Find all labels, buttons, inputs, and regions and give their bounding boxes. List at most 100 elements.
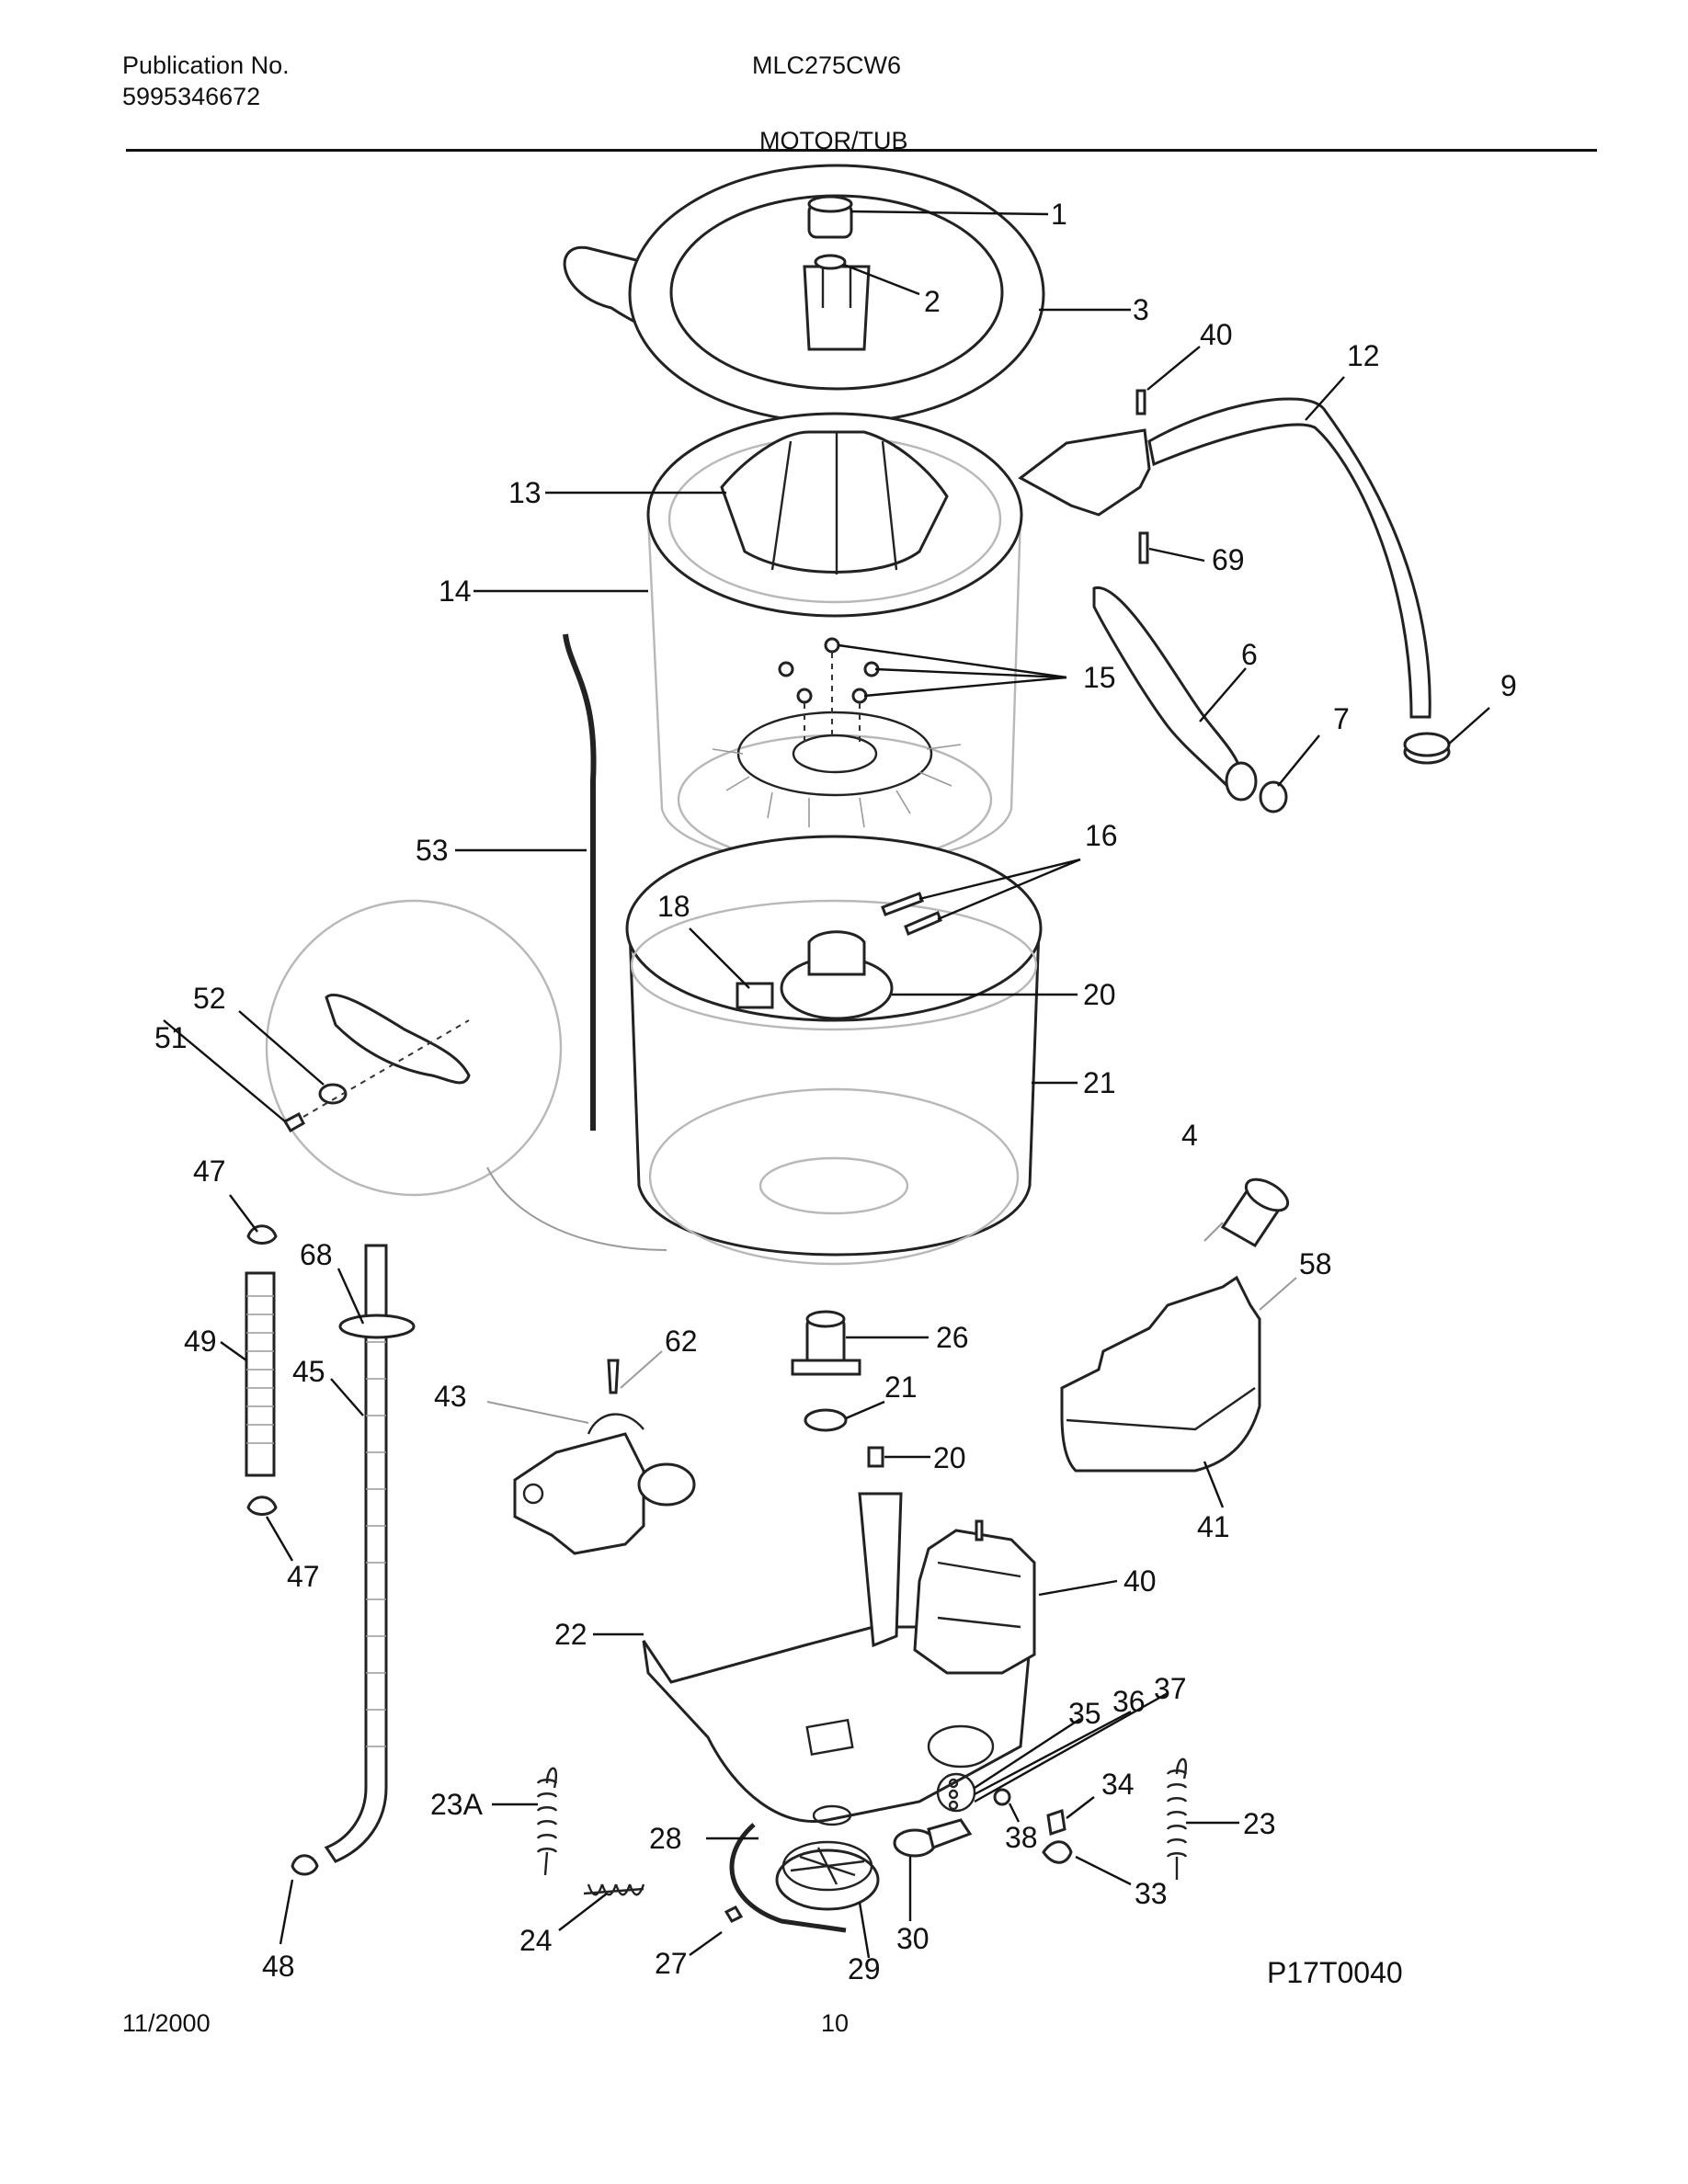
callout-22: 22 — [554, 1618, 587, 1651]
callout-47-top: 47 — [193, 1155, 226, 1188]
callout-37: 37 — [1154, 1672, 1187, 1705]
clamp-48 — [291, 1854, 319, 1876]
clamp-47-top — [246, 1224, 278, 1245]
model-number: MLC275CW6 — [752, 51, 902, 79]
spring-23a — [536, 1767, 558, 1876]
spring-24 — [583, 1883, 645, 1896]
callout-15: 18 — [657, 890, 690, 923]
suspension-rod-53 — [563, 633, 597, 1131]
coupling-26 — [791, 1310, 861, 1376]
header-rule — [126, 149, 1597, 152]
callout-7: 7 — [1333, 702, 1350, 735]
callout-35: 35 — [1068, 1697, 1101, 1730]
screw-20 — [867, 1446, 884, 1468]
nut-38 — [993, 1788, 1011, 1806]
washer-2 — [814, 254, 847, 270]
clip-34 — [1046, 1809, 1066, 1836]
tub-ring — [563, 164, 1045, 425]
callout-16: 20 — [1083, 978, 1116, 1011]
callout-4: 4 — [1181, 1119, 1198, 1152]
washer-7 — [1259, 780, 1288, 813]
pump-30 — [893, 1818, 973, 1858]
footer-date: 11/2000 — [122, 2009, 211, 2037]
callout-24: 24 — [519, 1924, 553, 1957]
callout-58: 62 — [665, 1325, 698, 1358]
screw-39 — [1135, 389, 1146, 415]
callout-39: 40 — [1200, 318, 1233, 351]
callout-34: 34 — [1101, 1768, 1135, 1801]
leader-lines — [163, 210, 1490, 1959]
bracket-15 — [736, 982, 774, 1009]
callout-29: 29 — [848, 1952, 881, 1985]
water-valve-43 — [513, 1413, 696, 1555]
screw-69 — [1138, 531, 1149, 564]
pulley-29 — [775, 1840, 880, 1911]
callout-52: 52 — [193, 982, 226, 1015]
clamp-47-bottom — [246, 1496, 278, 1516]
callout-20: 20 — [933, 1441, 966, 1474]
drain-hose-6 — [1092, 586, 1258, 802]
pivot-dome-16 — [780, 930, 894, 1020]
callout-48: 48 — [262, 1950, 295, 1983]
footer-page-number: 10 — [821, 2009, 850, 2037]
callout-23a: 23A — [430, 1788, 484, 1821]
callout-40: 40 — [1123, 1564, 1157, 1598]
callout-18: 21 — [1083, 1066, 1116, 1099]
fill-cover-10 — [1018, 397, 1431, 719]
callout-47-bottom: 47 — [287, 1560, 320, 1593]
callout-30: 30 — [896, 1922, 930, 1955]
key-27 — [724, 1905, 744, 1923]
callout-41: 41 — [1197, 1510, 1230, 1543]
callout-43: 43 — [434, 1380, 467, 1413]
tub-screws-13 — [778, 637, 880, 745]
screw-58 — [607, 1359, 620, 1394]
grommet-68 — [338, 1314, 416, 1339]
callout-51: 51 — [154, 1021, 188, 1054]
callout-53: 53 — [416, 834, 449, 867]
callout-14: 16 — [1085, 819, 1118, 852]
spring-clip-33 — [1042, 1840, 1073, 1864]
callout-27: 27 — [655, 1947, 688, 1980]
callout-26: 26 — [936, 1321, 969, 1354]
publication-label: Publication No. — [122, 51, 290, 79]
drain-tube-45 — [324, 1244, 388, 1863]
publication-number: 5995346672 — [122, 83, 261, 110]
callout-1: 1 — [1051, 198, 1067, 231]
terminal-block — [936, 1772, 976, 1813]
agitator-cap — [807, 195, 853, 239]
callout-38: 38 — [1005, 1821, 1038, 1854]
callout-10: 12 — [1347, 339, 1380, 372]
mounting-plate-22 — [642, 1492, 1032, 1826]
spring-23 — [1166, 1757, 1188, 1880]
clamp-9 — [1403, 732, 1451, 765]
motor-40 — [913, 1519, 1036, 1675]
outer-tub — [625, 835, 1043, 1266]
callout-3: 3 — [1133, 293, 1149, 326]
figure-id: P17T0040 — [1267, 1956, 1403, 1989]
callout-33: 33 — [1135, 1877, 1168, 1910]
bolts-14 — [881, 892, 942, 936]
callout-21: 21 — [884, 1371, 918, 1404]
callout-23: 23 — [1243, 1807, 1276, 1840]
agitator — [720, 430, 949, 574]
washer-21 — [804, 1408, 848, 1432]
callout-9: 9 — [1500, 669, 1517, 702]
callout-45: 45 — [292, 1355, 325, 1388]
callout-62: 58 — [1299, 1247, 1332, 1280]
callout-69: 69 — [1212, 543, 1245, 576]
callout-49: 49 — [184, 1325, 217, 1358]
drain-bellows-49 — [245, 1271, 276, 1477]
callout-13: 15 — [1083, 661, 1116, 694]
callout-labels: 1 2 3 40 12 69 13 14 15 6 7 9 53 16 18 2… — [154, 198, 1517, 1989]
callout-11: 13 — [508, 476, 542, 509]
detail-inset — [265, 899, 667, 1251]
callout-28: 28 — [649, 1822, 682, 1855]
capacitor-4 — [1220, 1177, 1290, 1247]
callout-36: 36 — [1112, 1685, 1146, 1718]
callout-6: 6 — [1241, 638, 1258, 671]
callout-12: 14 — [439, 574, 472, 608]
callout-2: 2 — [924, 285, 941, 318]
motor-cover-41 — [1060, 1275, 1261, 1473]
callout-68: 68 — [300, 1238, 333, 1271]
